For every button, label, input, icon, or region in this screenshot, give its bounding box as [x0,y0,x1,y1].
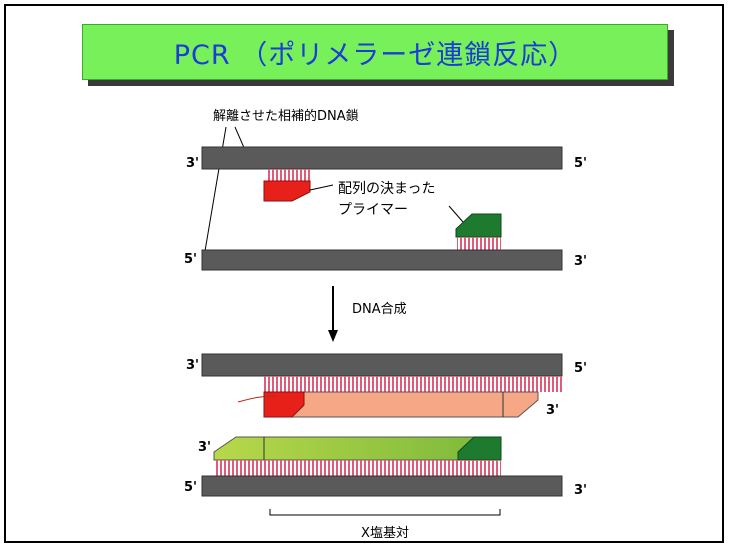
primer-label-line1: 配列の決まった [338,181,435,197]
new-strand-orange [263,391,539,418]
template-strand-top-2 [201,353,563,377]
template-strand-top [201,146,563,170]
end-label: 5' [184,252,197,267]
slide-title: PCR （ポリメラーゼ連鎖反応） [82,24,668,80]
end-label: 3' [574,483,587,498]
base-pairs-label: X塩基対 [361,526,409,541]
end-label: 5' [574,156,587,171]
base-pairs-new-strand-1 [264,376,562,392]
base-pairs-new-strand-2 [214,460,501,476]
end-label: 5' [184,480,197,495]
green-primer [455,213,502,238]
end-label: 3' [546,403,559,418]
end-label: 5' [574,361,587,376]
primer-pointer-red [309,184,334,191]
strands-label: 解離させた相補的DNA鎖 [213,108,359,124]
base-pairs-red-primer [266,169,310,181]
template-strand-bottom-2 [201,475,563,497]
synthesis-label: DNA合成 [352,302,407,317]
template-strand-bottom [201,249,563,271]
red-primer [263,180,311,202]
end-label: 3' [198,440,211,455]
end-label: 3' [574,254,587,269]
red-primer-tail [237,395,277,403]
red-primer-2 [263,391,305,418]
length-bracket [269,509,501,516]
end-label: 3' [186,358,199,373]
end-label: 3' [186,156,199,171]
strands-pointer-top [234,126,246,151]
primer-label-line2: プライマー [338,202,408,218]
primer-pointer-green [448,205,464,223]
synthesis-arrow-head [328,330,338,342]
base-pairs-green-primer [457,237,501,250]
